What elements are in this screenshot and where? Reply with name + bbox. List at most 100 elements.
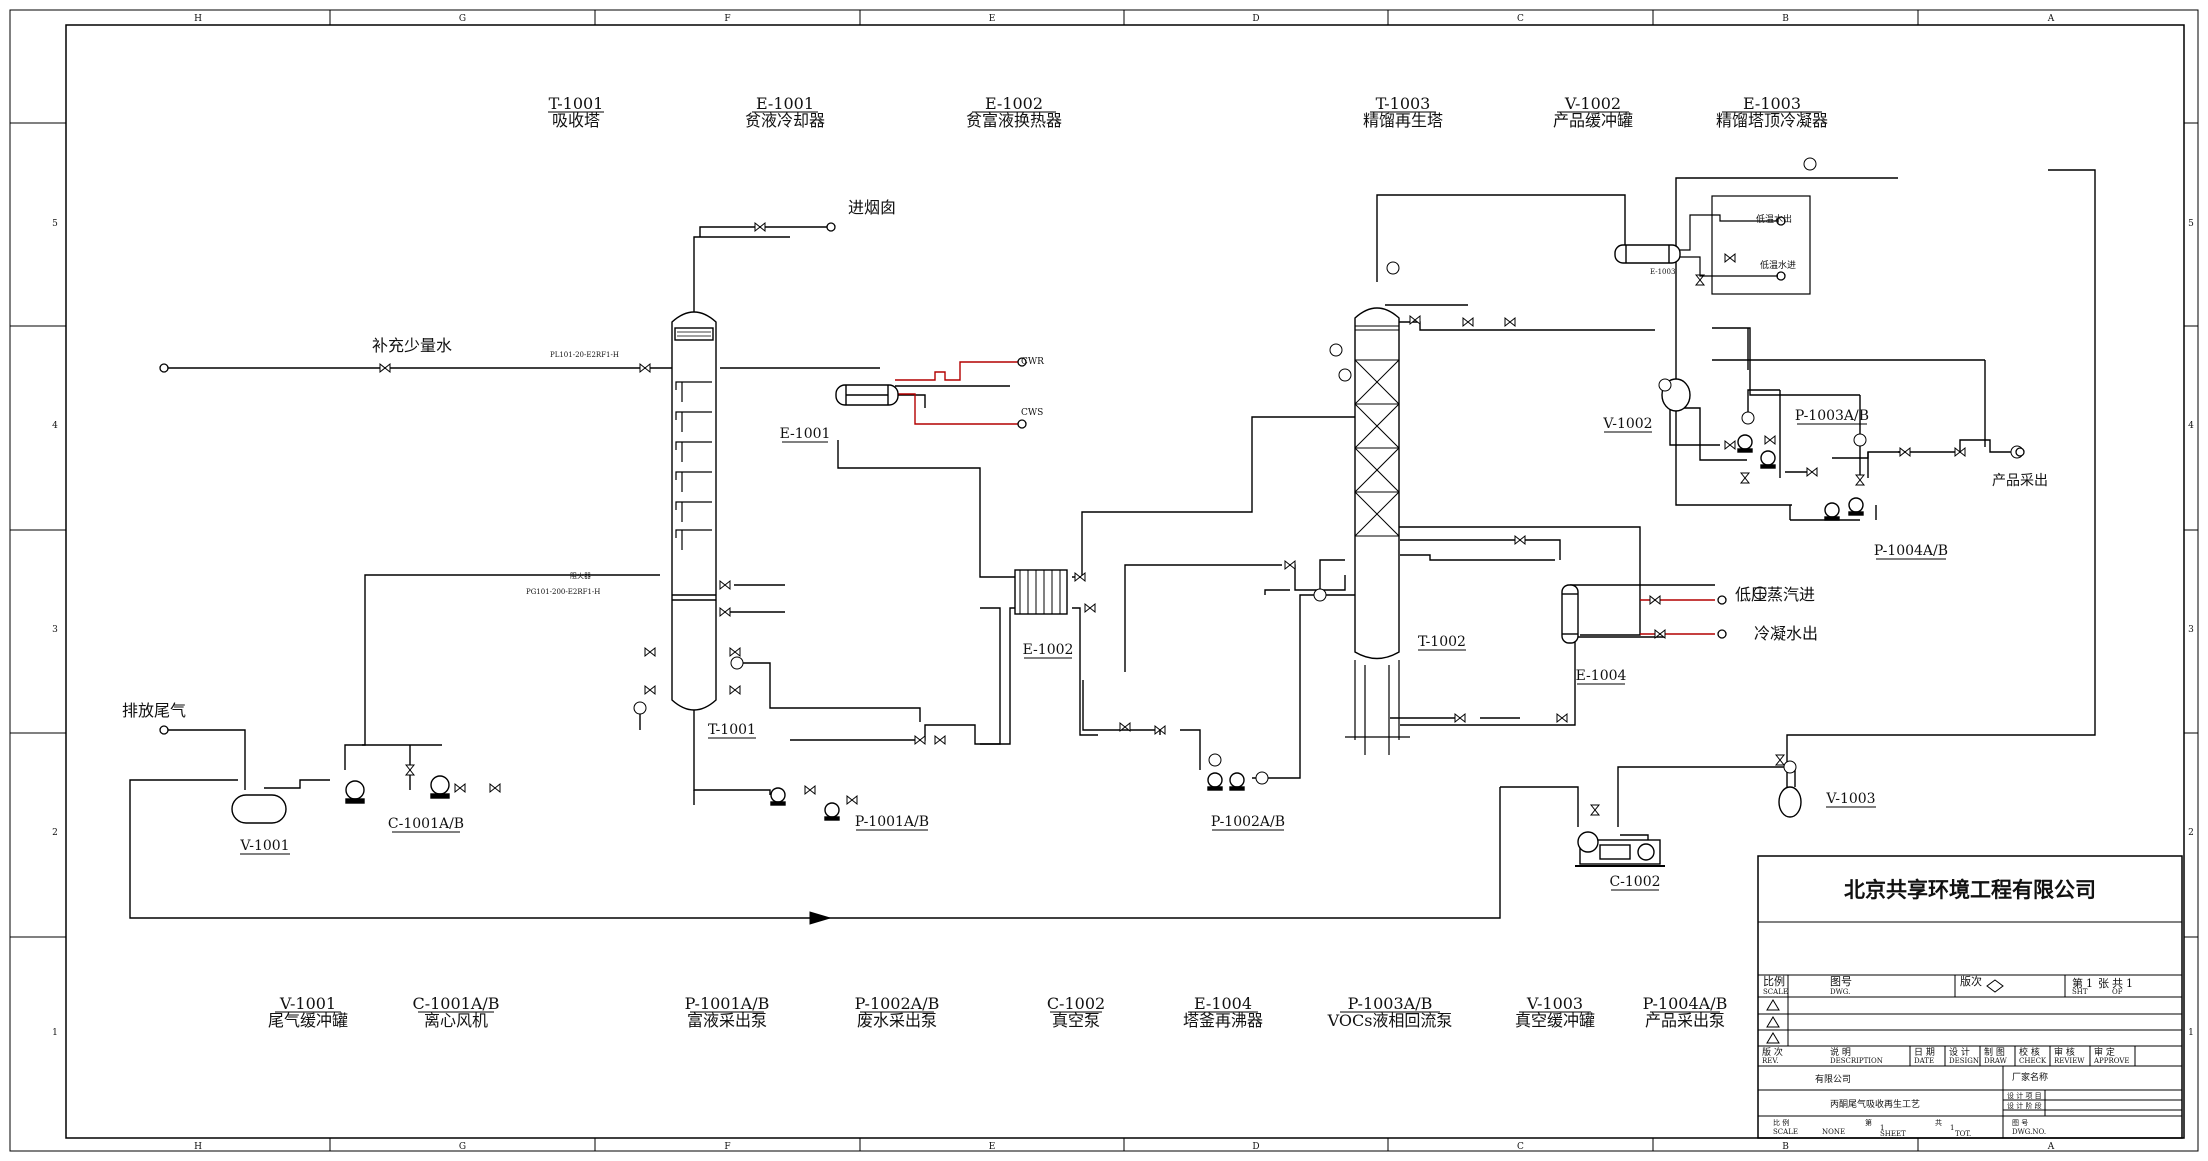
condenser-e1003 — [1614, 244, 1681, 264]
valve-icon — [1084, 602, 1096, 614]
title-block: 北京共享环境工程有限公司 比例 SCALE 图号 DWG. 版次 第 1 张 共… — [1757, 855, 2183, 1139]
line-number-labels: PL101-20-E2RF1-H PG101-200-E2RF1-H 阻火器 E… — [526, 268, 1675, 596]
tb-hdr-check-en: CHECK — [2019, 1057, 2047, 1065]
legend-name: 真空泵 — [1052, 1011, 1100, 1030]
legend-tag: E-1004 — [1194, 994, 1252, 1013]
tb-hdr-check: 校 核 — [2019, 1046, 2040, 1058]
valve-icon — [1724, 252, 1736, 264]
legend-item-p1002: P-1002A/B 废水采出泵 — [855, 994, 940, 1030]
border-col-label: E — [989, 1142, 996, 1152]
border-col-label: B — [1782, 14, 1789, 24]
legend-item-c1001: C-1001A/B 离心风机 — [412, 994, 499, 1030]
border-col-label: H — [194, 14, 202, 24]
pump-p1003a — [1737, 434, 1753, 453]
tb-project: 丙酮尾气吸收再生工艺 — [1830, 1098, 1920, 1110]
vacuum-pump-c1002 — [1575, 831, 1665, 867]
border-col-label: G — [459, 14, 466, 24]
valve-icon — [914, 734, 926, 746]
border-col-label: G — [459, 1142, 466, 1152]
valve-icon — [489, 782, 501, 794]
valve-icon — [1649, 594, 1661, 606]
instrument-bubble-icon — [1803, 157, 1817, 171]
hx-e1002 — [1014, 569, 1068, 615]
border-col-label: F — [724, 14, 730, 24]
label-c1002: C-1002 — [1609, 874, 1660, 890]
tb-dwg-en: DWG. — [1830, 988, 1850, 996]
tank-v1001 — [231, 794, 287, 824]
pump-p1003b — [1760, 450, 1776, 469]
tb-hdr-design: 设 计 — [1949, 1046, 1970, 1058]
valve-icon — [719, 579, 731, 591]
tb-hdr-approve: 审 定 — [2094, 1046, 2115, 1058]
chilled-water-loop — [1680, 195, 1811, 295]
instrument-bubble-icon — [1753, 586, 1767, 600]
legend-tag: E-1001 — [756, 94, 814, 113]
valve-icon — [719, 606, 731, 618]
border-row-label: 3 — [2188, 625, 2194, 635]
label-makeup-water: 补充少量水 — [372, 336, 452, 355]
process-lines — [129, 169, 2096, 919]
border-row-label: 2 — [52, 828, 58, 838]
valve-icon — [1074, 571, 1086, 583]
tb-scale-cn: 比例 — [1763, 974, 1785, 988]
label-chill-out: 低温水出 — [1756, 213, 1792, 225]
border-row-label: 4 — [2188, 421, 2194, 431]
valve-icon — [1724, 439, 1736, 451]
valve-icon — [1284, 559, 1296, 571]
valve-icon — [1462, 316, 1474, 328]
drawing-frame — [9, 9, 2199, 1152]
label-cwr: CWR — [1021, 357, 1044, 367]
legend-name: 精馏塔顶冷凝器 — [1716, 111, 1828, 130]
tb-design-stage: 设 计 阶 段 — [2007, 1101, 2042, 1110]
label-cws: CWS — [1021, 408, 1043, 418]
tb-sht-val: 1 — [2086, 977, 2093, 990]
valve-icon — [454, 782, 466, 794]
valve-icon — [846, 794, 858, 806]
tb-hdr-draw-en: DRAW — [1984, 1057, 2008, 1065]
border-col-label: C — [1517, 14, 1524, 24]
column-t1002 — [1345, 307, 1410, 755]
valve-icon — [1504, 316, 1516, 328]
tb-design-item: 设 计 项 目 — [2007, 1091, 2042, 1100]
tb-b-scale-val: NONE — [1822, 1128, 1845, 1136]
valve-icon — [644, 646, 656, 658]
border-col-label: A — [2047, 14, 2055, 24]
tb-hdr-draw: 制 图 — [1984, 1046, 2005, 1058]
valve-icon — [404, 764, 416, 776]
legend-name: 贫液冷却器 — [745, 111, 825, 130]
instrument-bubble-icon — [1329, 343, 1343, 357]
tb-b-scale-en: SCALE — [1773, 1128, 1798, 1136]
legend-tag: C-1001A/B — [412, 994, 499, 1013]
pump-p1002a — [1207, 772, 1223, 791]
tb-client: 有限公司 — [1815, 1073, 1851, 1085]
valve-icon — [729, 684, 741, 696]
frame-grid-marks — [10, 10, 2198, 1151]
tb-b-tot: 共 — [1935, 1118, 1942, 1127]
legend-item-v1001: V-1001 尾气缓冲罐 — [268, 994, 348, 1030]
valve-icon — [934, 734, 946, 746]
border-col-label: E — [989, 14, 996, 24]
company-name: 北京共享环境工程有限公司 — [1844, 877, 2096, 902]
tb-zhang: 张 — [2098, 977, 2109, 990]
pump-p1004a — [1824, 502, 1840, 521]
label-v1002: V-1002 — [1602, 416, 1652, 432]
tb-b-tot-en: TOT. — [1955, 1130, 1971, 1138]
valve-icon — [379, 362, 391, 374]
valve-icon — [1514, 534, 1526, 546]
instrument-bubble-icon — [633, 701, 647, 715]
valve-icon — [1654, 628, 1666, 640]
valve-icon — [1119, 721, 1131, 733]
stream-labels: 进烟囱 补充少量水 排放尾气 CWR CWS 低温水出 低温水进 产品采出 低压… — [122, 198, 2048, 720]
legend-name: 产品采出泵 — [1645, 1011, 1725, 1030]
flame-arrester-tag: 阻火器 — [570, 571, 591, 580]
instrument-bubble-icon — [1208, 753, 1222, 767]
label-v1001: V-1001 — [239, 838, 289, 854]
valve-icon — [1806, 466, 1818, 478]
label-t1001: T-1001 — [708, 722, 756, 738]
label-steam-in: 低压蒸汽进 — [1735, 585, 1815, 604]
valve-icon — [1589, 804, 1601, 816]
valve-icon — [1556, 712, 1568, 724]
border-row-label: 5 — [2188, 219, 2194, 229]
legend-tag: P-1002A/B — [855, 994, 940, 1013]
